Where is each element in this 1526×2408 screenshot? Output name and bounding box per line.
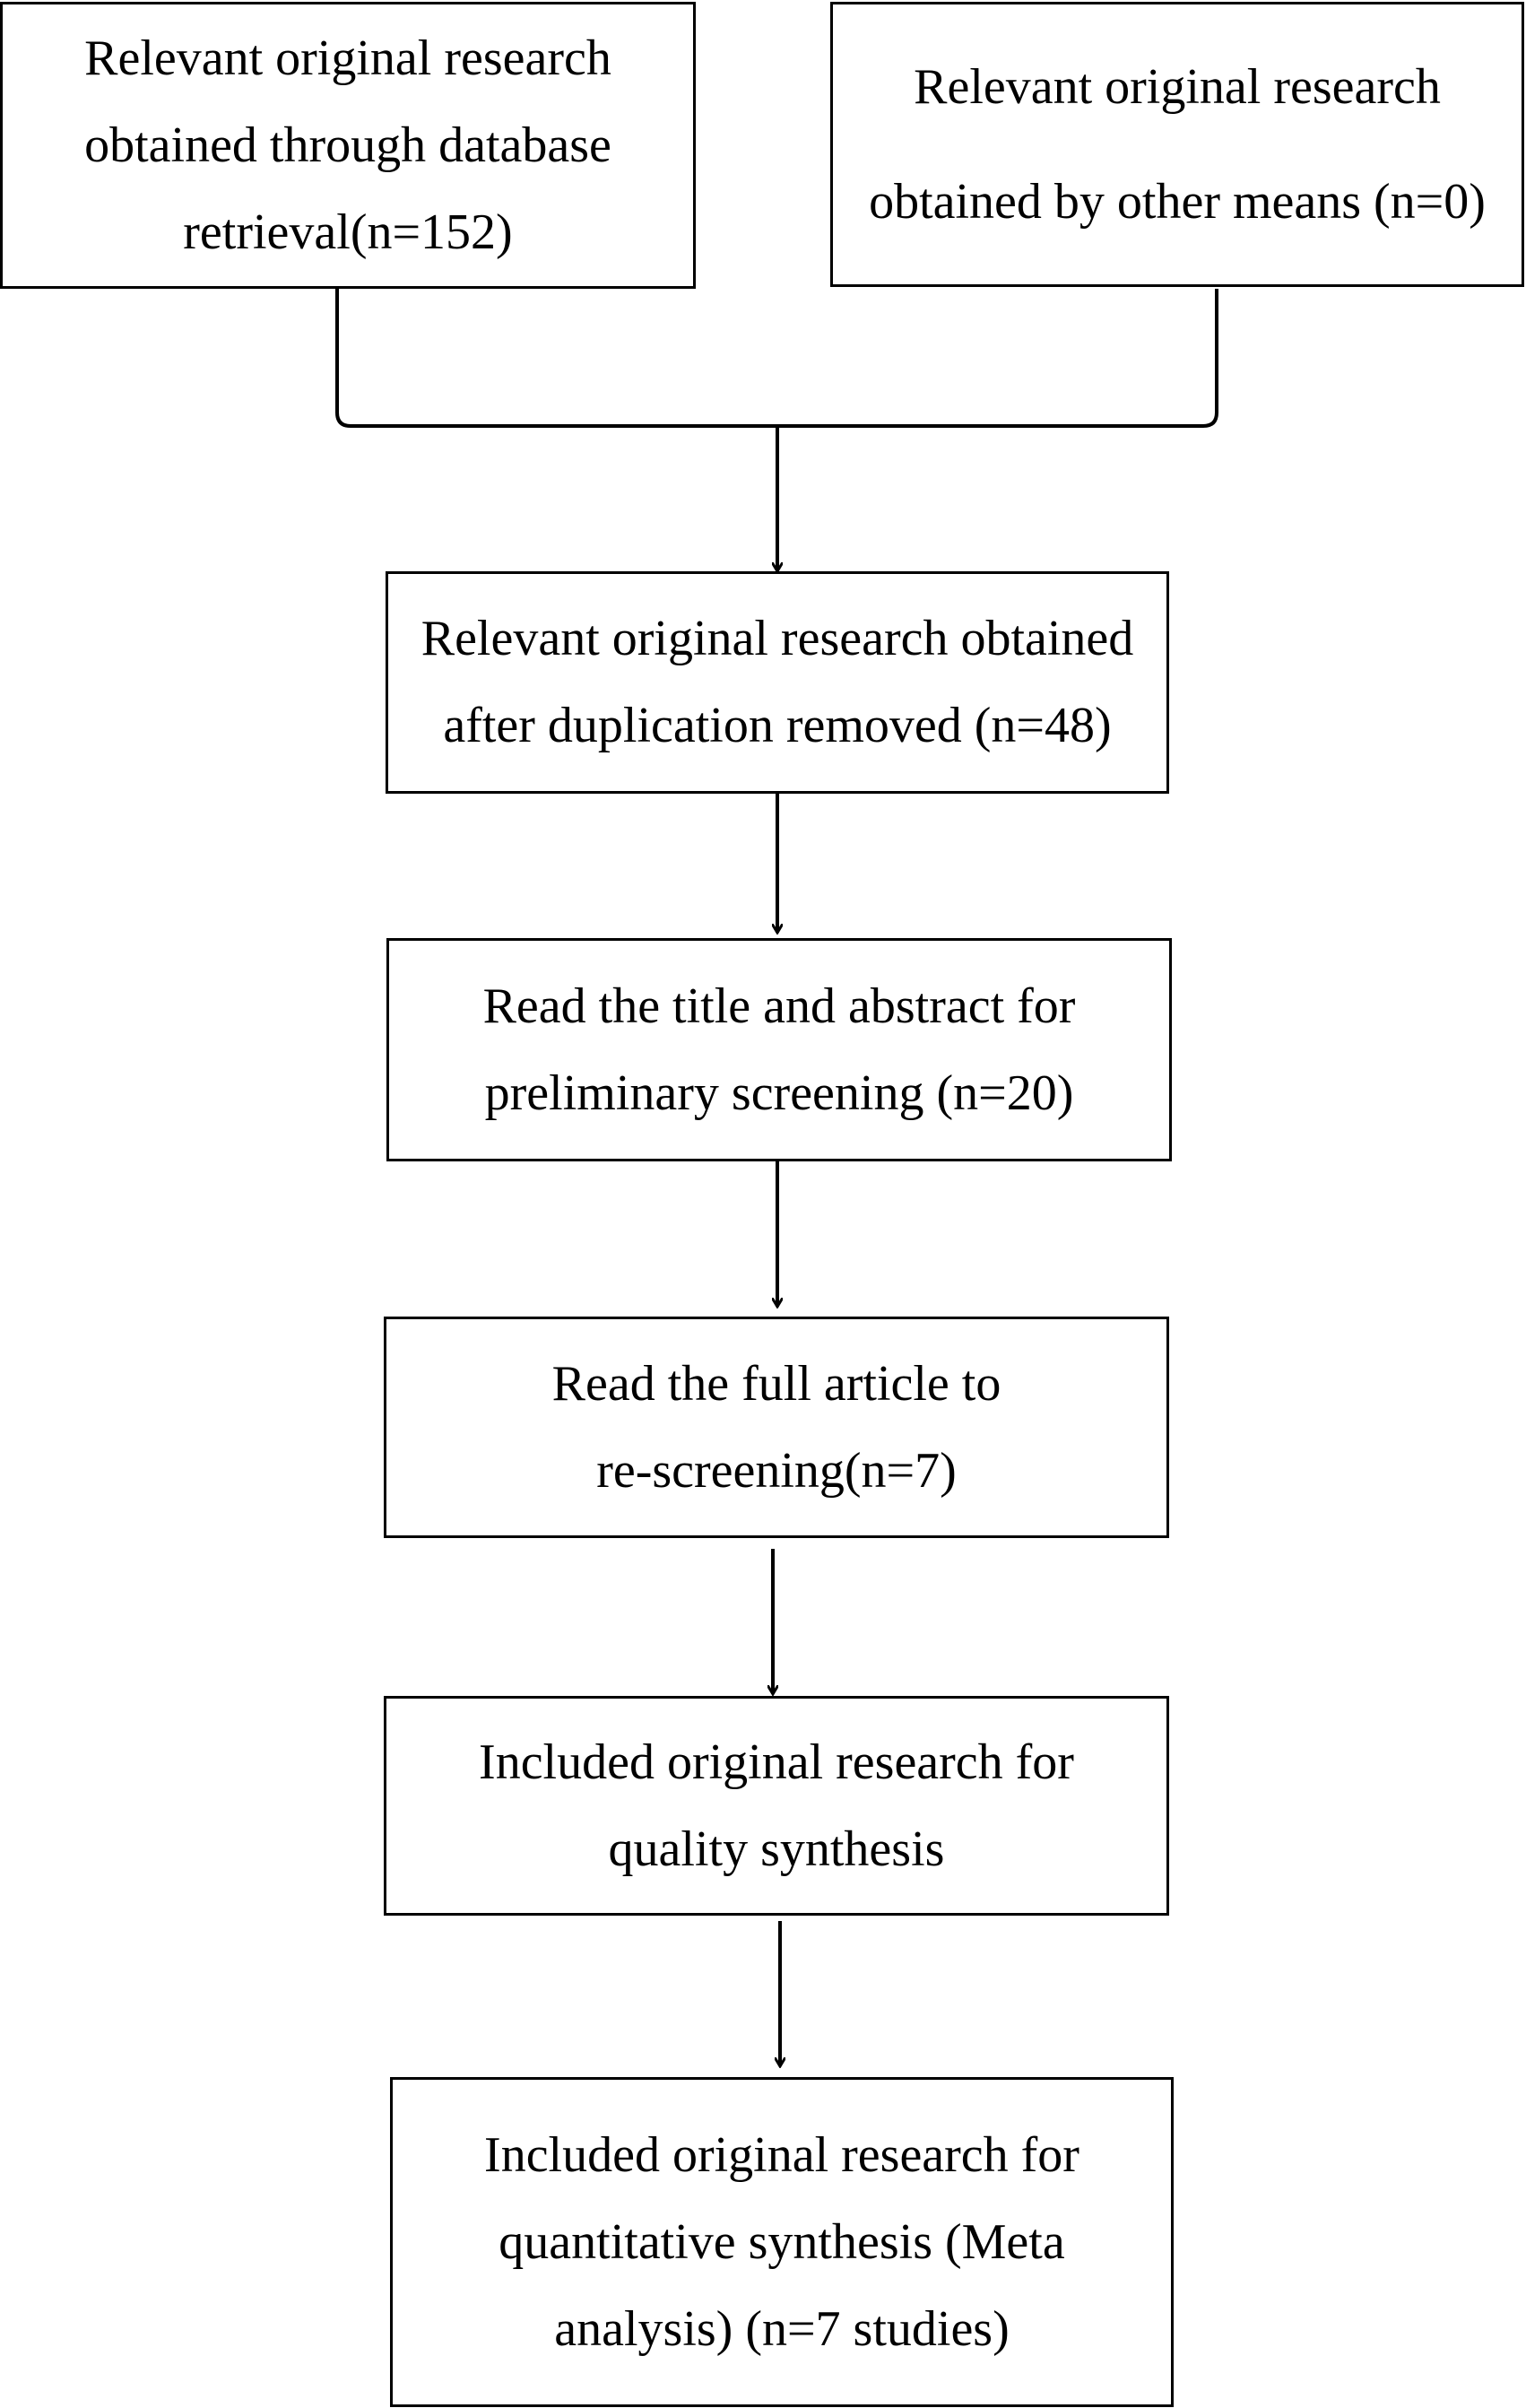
box-text-line: analysis) (n=7 studies) <box>554 2300 1010 2357</box>
box-text-line: after duplication removed (n=48) <box>443 698 1112 753</box>
box-text-line: Included original research for <box>479 1734 1074 1790</box>
box-text-line: Included original research for <box>484 2126 1079 2183</box>
box-other-means: Relevant original research obtained by o… <box>830 2 1524 287</box>
box-text-line: Read the full article to <box>551 1355 1001 1412</box>
box-text-line: preliminary screening (n=20) <box>484 1065 1074 1121</box>
box-duplication-removed: Relevant original research obtained afte… <box>386 571 1169 794</box>
box-text-line: re-screening(n=7) <box>596 1442 957 1499</box>
box-text-line: obtained through database <box>84 117 611 173</box>
box-preliminary-screening: Read the title and abstract for prelimin… <box>386 938 1172 1161</box>
box-text-line: quantitative synthesis (Meta <box>499 2213 1065 2270</box>
box-text-line: quality synthesis <box>608 1821 945 1877</box>
box-text-line: Relevant original research <box>84 30 611 86</box>
merge-bracket <box>335 289 1218 428</box>
box-re-screening: Read the full article to re-screening(n=… <box>384 1317 1169 1538</box>
box-quality-synthesis: Included original research for quality s… <box>384 1696 1169 1916</box>
box-text-line: Relevant original research obtained <box>421 611 1134 666</box>
box-quantitative-synthesis: Included original research for quantitat… <box>390 2077 1174 2407</box>
box-text-line: Read the title and abstract for <box>482 978 1076 1034</box>
box-database-retrieval: Relevant original research obtained thro… <box>0 2 696 289</box>
box-text-line: obtained by other means (n=0) <box>869 174 1486 230</box>
box-text-line: retrieval(n=152) <box>183 204 513 260</box>
box-text-line: Relevant original research <box>914 59 1441 115</box>
